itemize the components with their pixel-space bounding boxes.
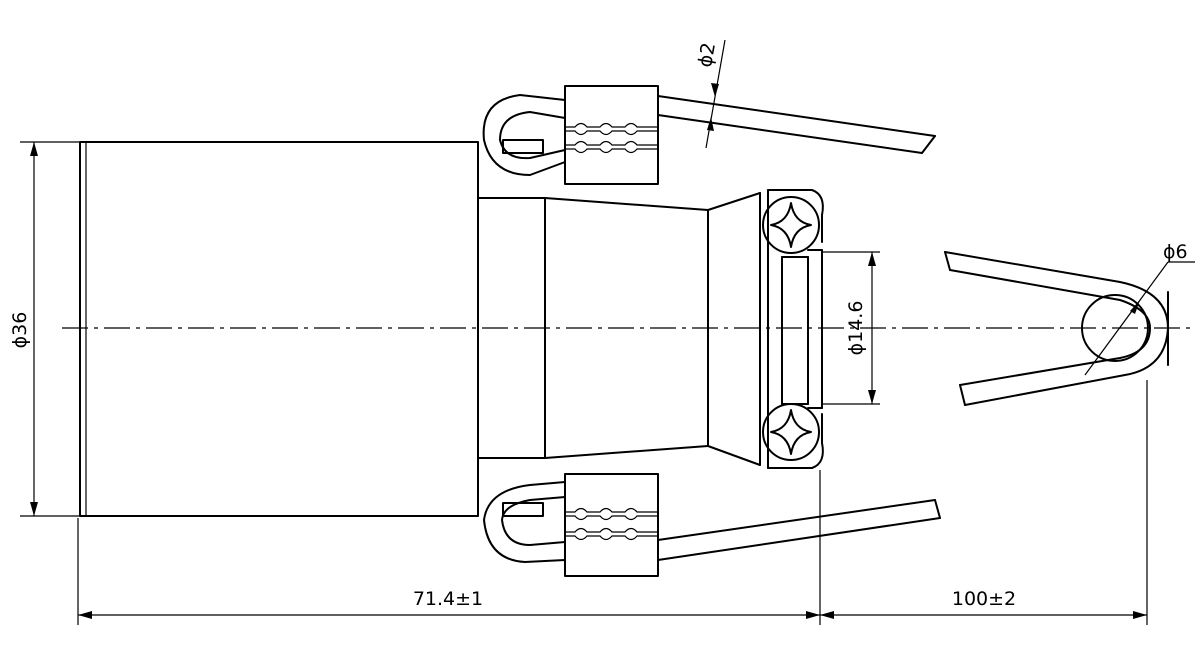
coupler-body bbox=[79, 141, 761, 517]
dimension-pin-diameter: ϕ6 bbox=[1084, 241, 1195, 376]
seal-ring bbox=[759, 189, 824, 469]
dimension-overall-length: 71.4±1 bbox=[77, 470, 821, 625]
dimension-body-diameter: ϕ36 bbox=[9, 141, 80, 517]
pin-diameter-label: ϕ6 bbox=[1163, 241, 1188, 263]
dimension-wire-diameter: ϕ2 bbox=[694, 39, 726, 149]
upper-cam-lever bbox=[482, 85, 936, 185]
pin-detail bbox=[944, 251, 1169, 406]
lower-cam-lever bbox=[483, 473, 941, 577]
overall-length-label: 71.4±1 bbox=[413, 588, 483, 610]
orifice-diameter-label: ϕ14.6 bbox=[845, 301, 867, 356]
wire-diameter-label: ϕ2 bbox=[694, 41, 720, 69]
dimension-orifice-diameter: ϕ14.6 bbox=[822, 251, 880, 405]
body-diameter-label: ϕ36 bbox=[9, 312, 31, 349]
dimension-handle-length: 100±2 bbox=[820, 380, 1148, 625]
handle-length-label: 100±2 bbox=[952, 588, 1016, 610]
